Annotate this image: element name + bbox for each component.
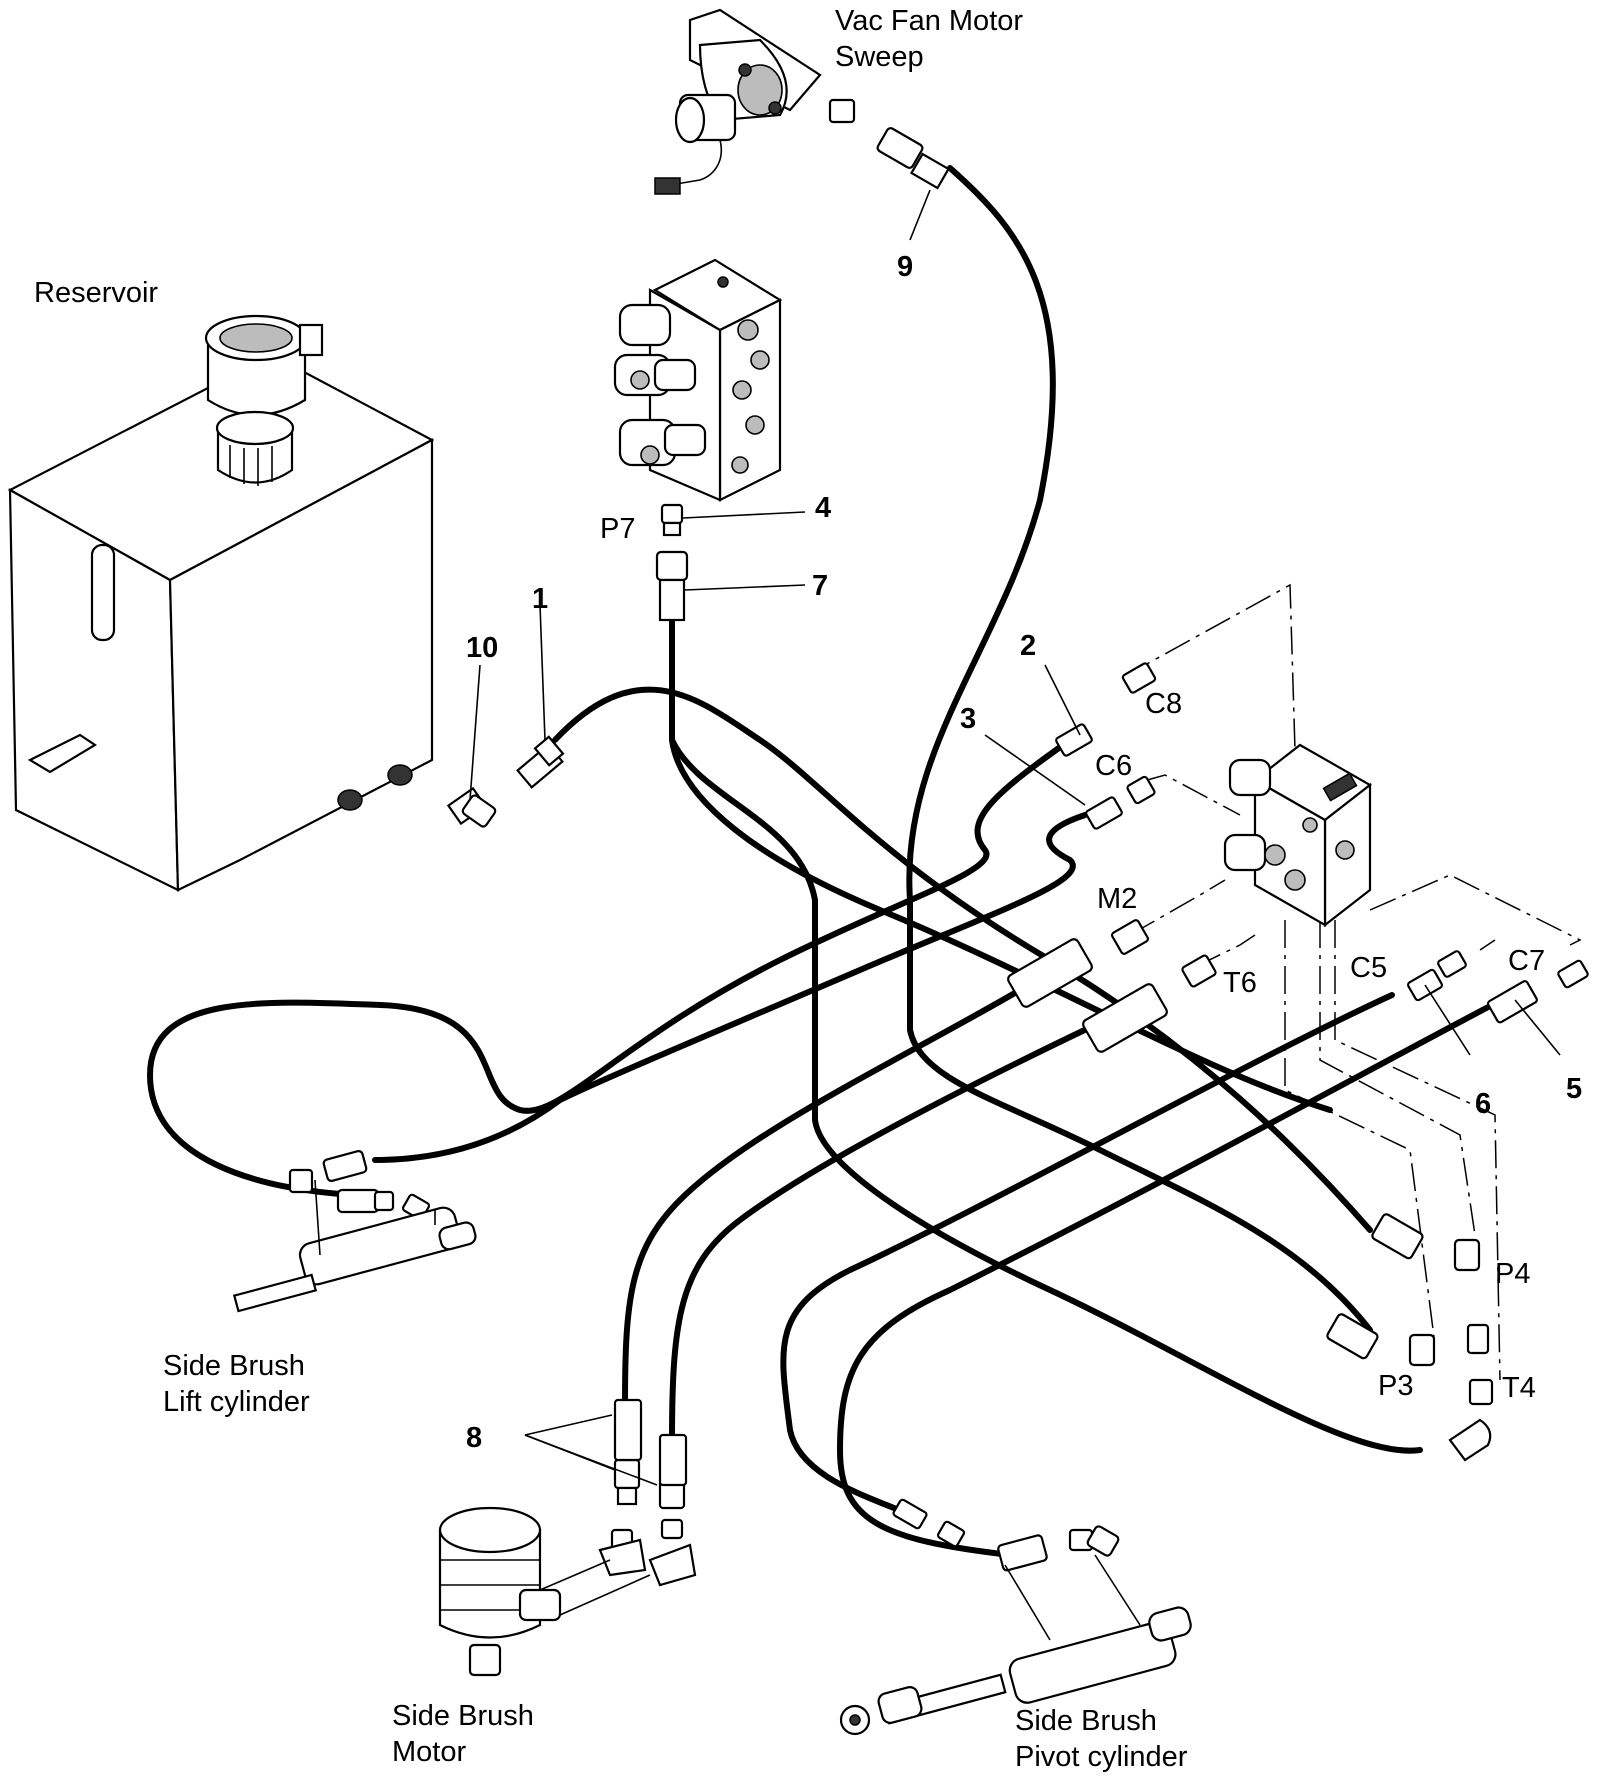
callout-5: 5 [1566, 1073, 1582, 1105]
p7-fittings [655, 503, 689, 622]
port-c6: C6 [1095, 750, 1132, 782]
reservoir-tank [7, 314, 435, 892]
leader-lines [469, 189, 1561, 1486]
label-vac-fan-motor-line1: Vac Fan Motor [835, 5, 1023, 37]
port-t6: T6 [1223, 967, 1257, 999]
callout-2: 2 [1020, 630, 1036, 662]
callout-4: 4 [815, 492, 831, 524]
port-p3: P3 [1378, 1370, 1413, 1402]
label-pivot-cylinder-line2: Pivot cylinder [1015, 1741, 1188, 1773]
port-t4: T4 [1502, 1372, 1536, 1404]
routing-lines [1124, 583, 1582, 1381]
reservoir-fittings [446, 735, 565, 828]
port-c7: C7 [1508, 945, 1545, 977]
label-lift-cylinder-line2: Lift cylinder [163, 1386, 310, 1418]
port-m2: M2 [1097, 883, 1137, 915]
callout-10: 10 [466, 632, 498, 664]
label-lift-cylinder: Side Brush Lift cylinder [163, 1350, 313, 1418]
right-fittings [1007, 662, 1589, 1462]
port-p4: P4 [1495, 1258, 1530, 1290]
lift-cylinder [232, 1149, 477, 1313]
vac-fan-motor [654, 8, 950, 195]
callout-8: 8 [466, 1422, 482, 1454]
label-pivot-cylinder-line1: Side Brush [1015, 1705, 1157, 1737]
port-c8: C8 [1145, 688, 1182, 720]
callout-7: 7 [812, 570, 828, 602]
callout-3: 3 [960, 703, 976, 735]
label-reservoir: Reservoir [34, 277, 158, 309]
label-vac-fan-motor-line2: Sweep [835, 41, 924, 73]
pivot-cylinder [839, 1498, 1192, 1736]
port-c5: C5 [1350, 952, 1387, 984]
label-lift-cylinder-line1: Side Brush [163, 1350, 305, 1382]
upper-valve-block [613, 258, 783, 502]
hoses [147, 165, 1495, 1558]
label-vac-fan-motor: Vac Fan Motor Sweep [835, 5, 1031, 73]
callout-1: 1 [532, 583, 548, 615]
callout-9: 9 [897, 251, 913, 283]
motor-hose-ends [613, 1398, 688, 1487]
right-valve-block [1223, 743, 1372, 928]
label-brush-motor: Side Brush Motor [392, 1700, 542, 1768]
label-brush-motor-line1: Side Brush [392, 1700, 534, 1732]
label-brush-motor-line2: Motor [392, 1736, 466, 1768]
port-p7: P7 [600, 513, 635, 545]
callout-6: 6 [1475, 1088, 1491, 1120]
label-pivot-cylinder: Side Brush Pivot cylinder [1015, 1705, 1188, 1773]
brush-motor [438, 1458, 697, 1677]
